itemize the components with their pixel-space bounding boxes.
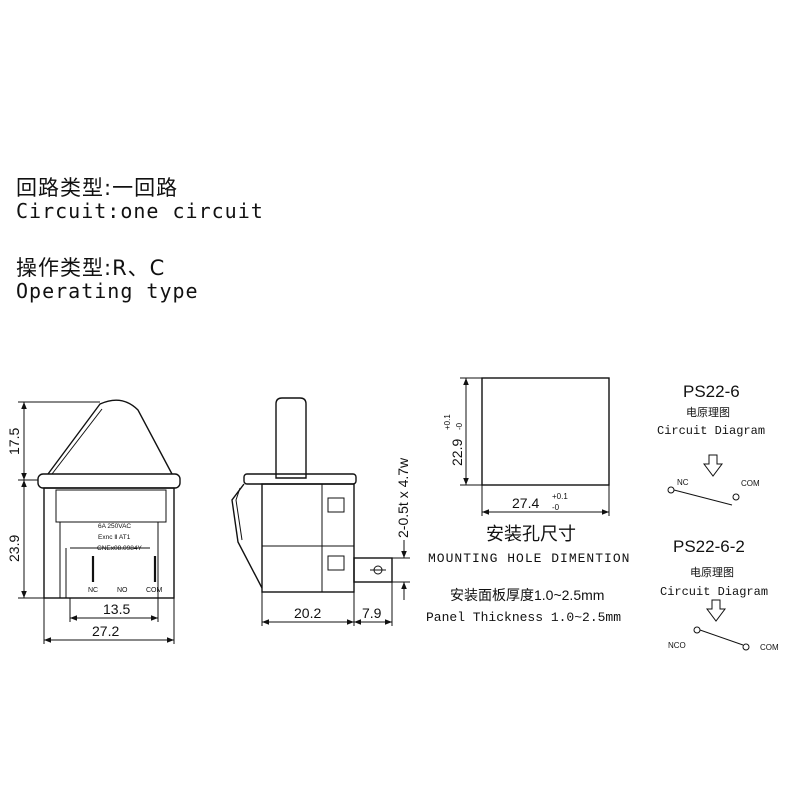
front-view: 6A 250VAC Exnc Ⅱ AT1 CNEx08.0984Y NC NO … [6, 399, 181, 644]
hole-dim-height-tol-upper: +0.1 [443, 414, 452, 430]
circuit1-switch-contact [673, 489, 733, 506]
front-rocker-outline [47, 399, 173, 475]
mounting-hole-outline [481, 377, 610, 486]
front-label-no: NO [117, 587, 128, 594]
hole-label-en: MOUNTING HOLE DIMENTION [428, 551, 630, 566]
front-dim-width: 27.2 [92, 623, 119, 639]
side-view: 2-0.5t x 4.7w 20.2 7.9 [231, 397, 411, 626]
circuit2-arrow-icon [706, 599, 726, 622]
circuit2-label-cn: 电原理图 [690, 566, 734, 579]
front-cert-text: CNEx08.0984Y [97, 545, 142, 552]
side-spring-clip [231, 483, 263, 589]
circuit1-terminal-right: COM [741, 479, 760, 488]
circuit-type-block: 回路类型:一回路 Circuit:one circuit [16, 176, 264, 223]
side-window-upper [327, 497, 345, 513]
side-dim-terminal-size: 2-0.5t x 4.7w [395, 457, 411, 538]
front-label-nc: NC [88, 587, 98, 594]
circuit1-arrow-icon [703, 454, 723, 477]
circuit-type-cn: 回路类型:一回路 [16, 176, 179, 200]
front-rating-text: 6A 250VAC [98, 523, 131, 530]
hole-dim-height-tol-lower: -0 [455, 422, 464, 430]
circuit2-model: PS22-6-2 [673, 537, 745, 556]
hole-dim-width-tol-upper: +0.1 [552, 492, 568, 501]
circuit1-terminal-left: NC [677, 478, 689, 487]
side-terminal [353, 557, 393, 583]
panel-thickness-cn: 安装面板厚度1.0~2.5mm [450, 587, 604, 603]
side-window-lower [327, 555, 345, 571]
side-dim-terminal-length: 7.9 [362, 605, 382, 621]
front-dim-top-height: 17.5 [6, 428, 22, 455]
hole-dim-height: 22.9 [449, 439, 465, 466]
circuit-diagram-1: PS22-6 电原理图 Circuit Diagram NC COM [657, 382, 765, 506]
front-body [43, 487, 175, 599]
circuit2-switch-contact [699, 629, 744, 646]
front-exd-text: Exnc Ⅱ AT1 [98, 534, 131, 541]
circuit2-label-en: Circuit Diagram [660, 585, 768, 599]
circuit2-terminal-right: COM [760, 643, 779, 652]
front-label-panel [55, 489, 167, 523]
circuit2-terminal-left: NCO [668, 641, 686, 650]
front-dim-body-height: 23.9 [6, 535, 22, 562]
panel-thickness-en: Panel Thickness 1.0~2.5mm [426, 610, 621, 625]
side-actuator [275, 397, 307, 479]
front-label-com: COM [146, 587, 163, 594]
front-inner-lines [59, 522, 159, 598]
circuit1-label-cn: 电原理图 [686, 406, 730, 419]
operating-type-en: Operating type [16, 279, 199, 304]
circuit-diagram-2: PS22-6-2 电原理图 Circuit Diagram NCO COM [660, 537, 779, 652]
front-bezel [37, 473, 181, 489]
operating-type-cn: 操作类型:R、C [16, 256, 166, 280]
circuit-type-en: Circuit:one circuit [16, 199, 264, 224]
hole-dim-width-tol-lower: -0 [552, 503, 560, 512]
side-flange [243, 473, 357, 485]
hole-dim-width: 27.4 [512, 495, 539, 511]
operating-type-block: 操作类型:R、C Operating type [16, 256, 199, 303]
side-body [261, 483, 355, 593]
circuit1-model: PS22-6 [683, 382, 740, 401]
front-dim-terminal-spacing: 13.5 [103, 601, 130, 617]
side-dim-depth: 20.2 [294, 605, 321, 621]
front-rocker-edge [51, 408, 103, 475]
mounting-hole-view: 22.9 +0.1 -0 27.4 +0.1 -0 安装孔尺寸 MOUNTING… [426, 377, 630, 625]
circuit1-label-en: Circuit Diagram [657, 424, 765, 438]
hole-label-cn: 安装孔尺寸 [486, 524, 576, 544]
